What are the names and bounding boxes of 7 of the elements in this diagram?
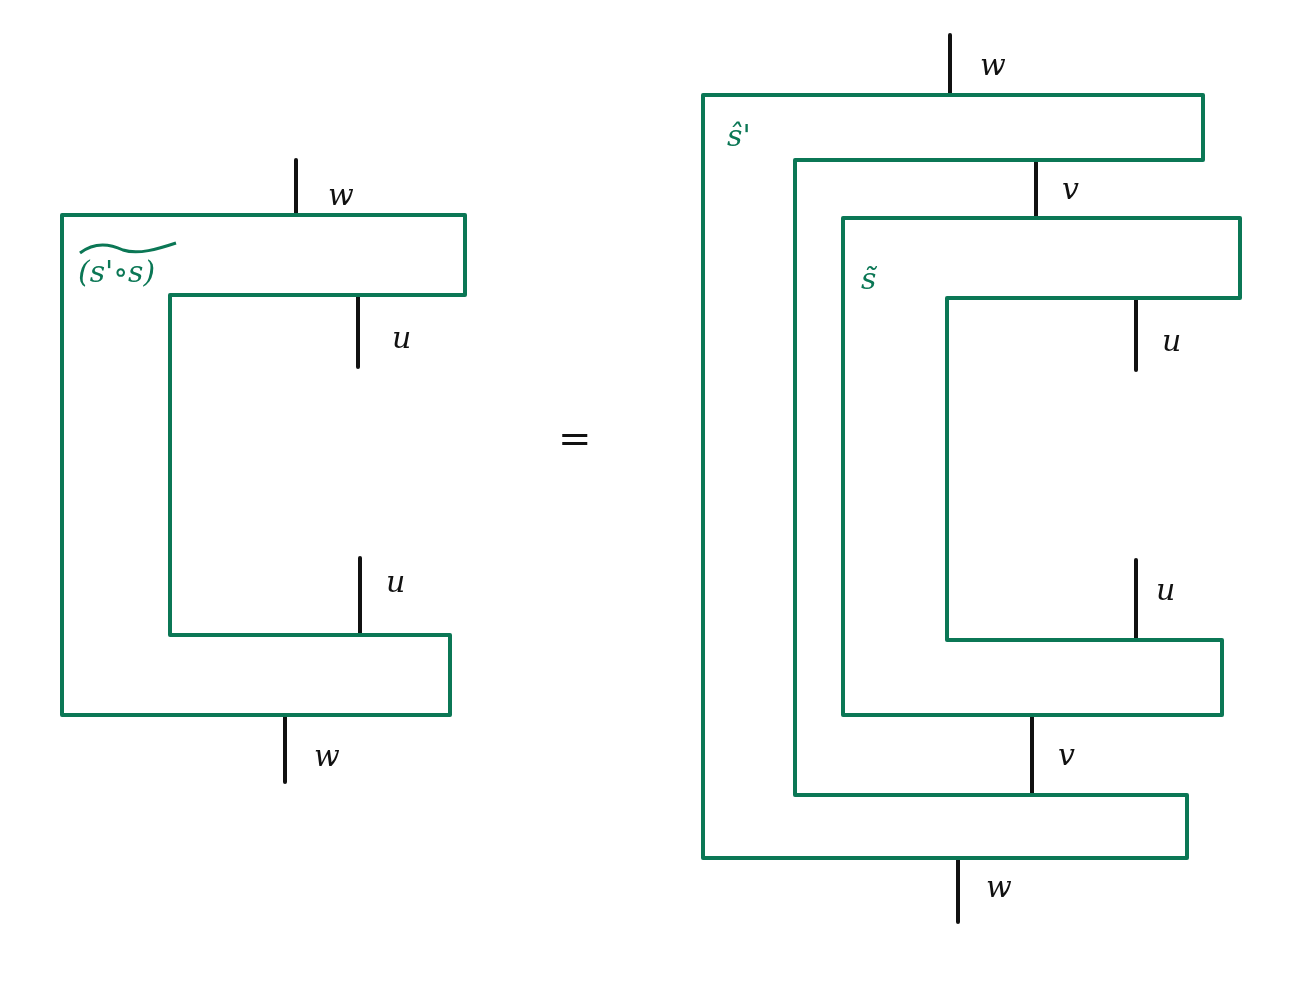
box-label: s̃ (861, 264, 877, 294)
c-shaped-box (62, 215, 465, 715)
c-shaped-box (703, 95, 1203, 858)
box-label: (s'∘s) (78, 257, 156, 287)
c-shaped-box (843, 218, 1240, 715)
box-label: ŝ' (727, 121, 751, 151)
equals-sign: = (558, 418, 592, 458)
